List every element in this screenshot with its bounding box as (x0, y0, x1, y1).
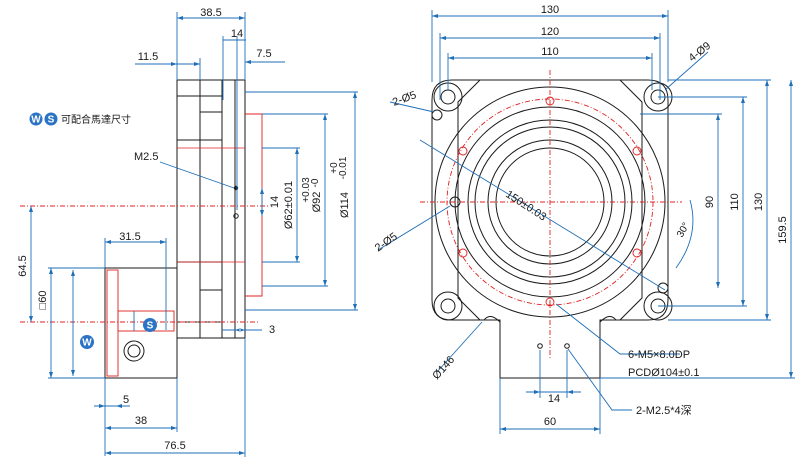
angle-30: 30° (675, 221, 692, 240)
badge-s-icon (44, 112, 58, 126)
label-2-5-lower: 2-Ø5 (373, 231, 400, 255)
dim-114: Ø114 (339, 192, 351, 218)
dim-90: 90 (704, 196, 716, 208)
dim-60-front: 60 (544, 416, 556, 428)
dim-64-5: 64.5 (17, 255, 29, 276)
front-view: 130 120 110 4-Ø9 2-Ø5 150±0.03 2-Ø5 90 (373, 4, 795, 434)
legend-text: 可配合馬達尺寸 (61, 113, 131, 126)
dim-31-5: 31.5 (119, 231, 140, 243)
dim-130-vertical: 130 (753, 193, 765, 211)
label-2-m2-5: 2-M2.5*4深 (636, 404, 692, 417)
legend: W S 可配合馬達尺寸 (29, 112, 131, 126)
label-4-9: 4-Ø9 (686, 40, 713, 65)
dim-92: Ø92 (311, 192, 323, 213)
dim-38: 38 (135, 415, 147, 427)
dim-38-5: 38.5 (200, 7, 221, 19)
dim-114-tol-up: +0 (329, 162, 340, 174)
dim-5: 5 (123, 394, 129, 406)
label-pcd: PCDØ104±0.1 (628, 367, 699, 379)
dim-92-tol-up: +0.03 (301, 177, 312, 203)
dim-14-vertical: 14 (269, 196, 281, 208)
dim-92-tol-down: -0 (310, 178, 321, 187)
badge-s-label: S (48, 115, 55, 126)
label-6-m5: 6-M5×8.0DP (628, 349, 690, 361)
dim-146: Ø146 (430, 354, 457, 382)
dim-11-5: 11.5 (138, 51, 159, 63)
badge-w-label: W (31, 115, 41, 126)
label-m2-5: M2.5 (134, 151, 158, 163)
dim-14-top: 14 (231, 28, 243, 40)
dim-110-vertical: 110 (729, 193, 741, 211)
dim-76-5: 76.5 (164, 440, 185, 452)
side-view: 38.5 14 7.5 11.5 M2.5 14 Ø62±0.01 Ø92 (17, 7, 358, 457)
dim-110-top: 110 (541, 46, 559, 58)
dim-7-5: 7.5 (256, 48, 271, 60)
badge-w-side: W (82, 338, 92, 349)
badge-s-side: S (147, 321, 154, 332)
dim-130-top: 130 (541, 4, 559, 16)
label-2-5-upper: 2-Ø5 (391, 89, 418, 109)
dim-114-tol-down: -0.01 (338, 156, 349, 179)
dim-62: Ø62±0.01 (283, 181, 295, 229)
dim-159-5: 159.5 (777, 216, 789, 244)
dim-14-front: 14 (548, 393, 560, 405)
badge-w-icon (29, 112, 43, 126)
dim-150: 150±0.03 (503, 188, 548, 223)
dim-sq-60: □60 (37, 291, 49, 310)
dim-120: 120 (541, 26, 559, 38)
dim-3: 3 (269, 324, 275, 336)
